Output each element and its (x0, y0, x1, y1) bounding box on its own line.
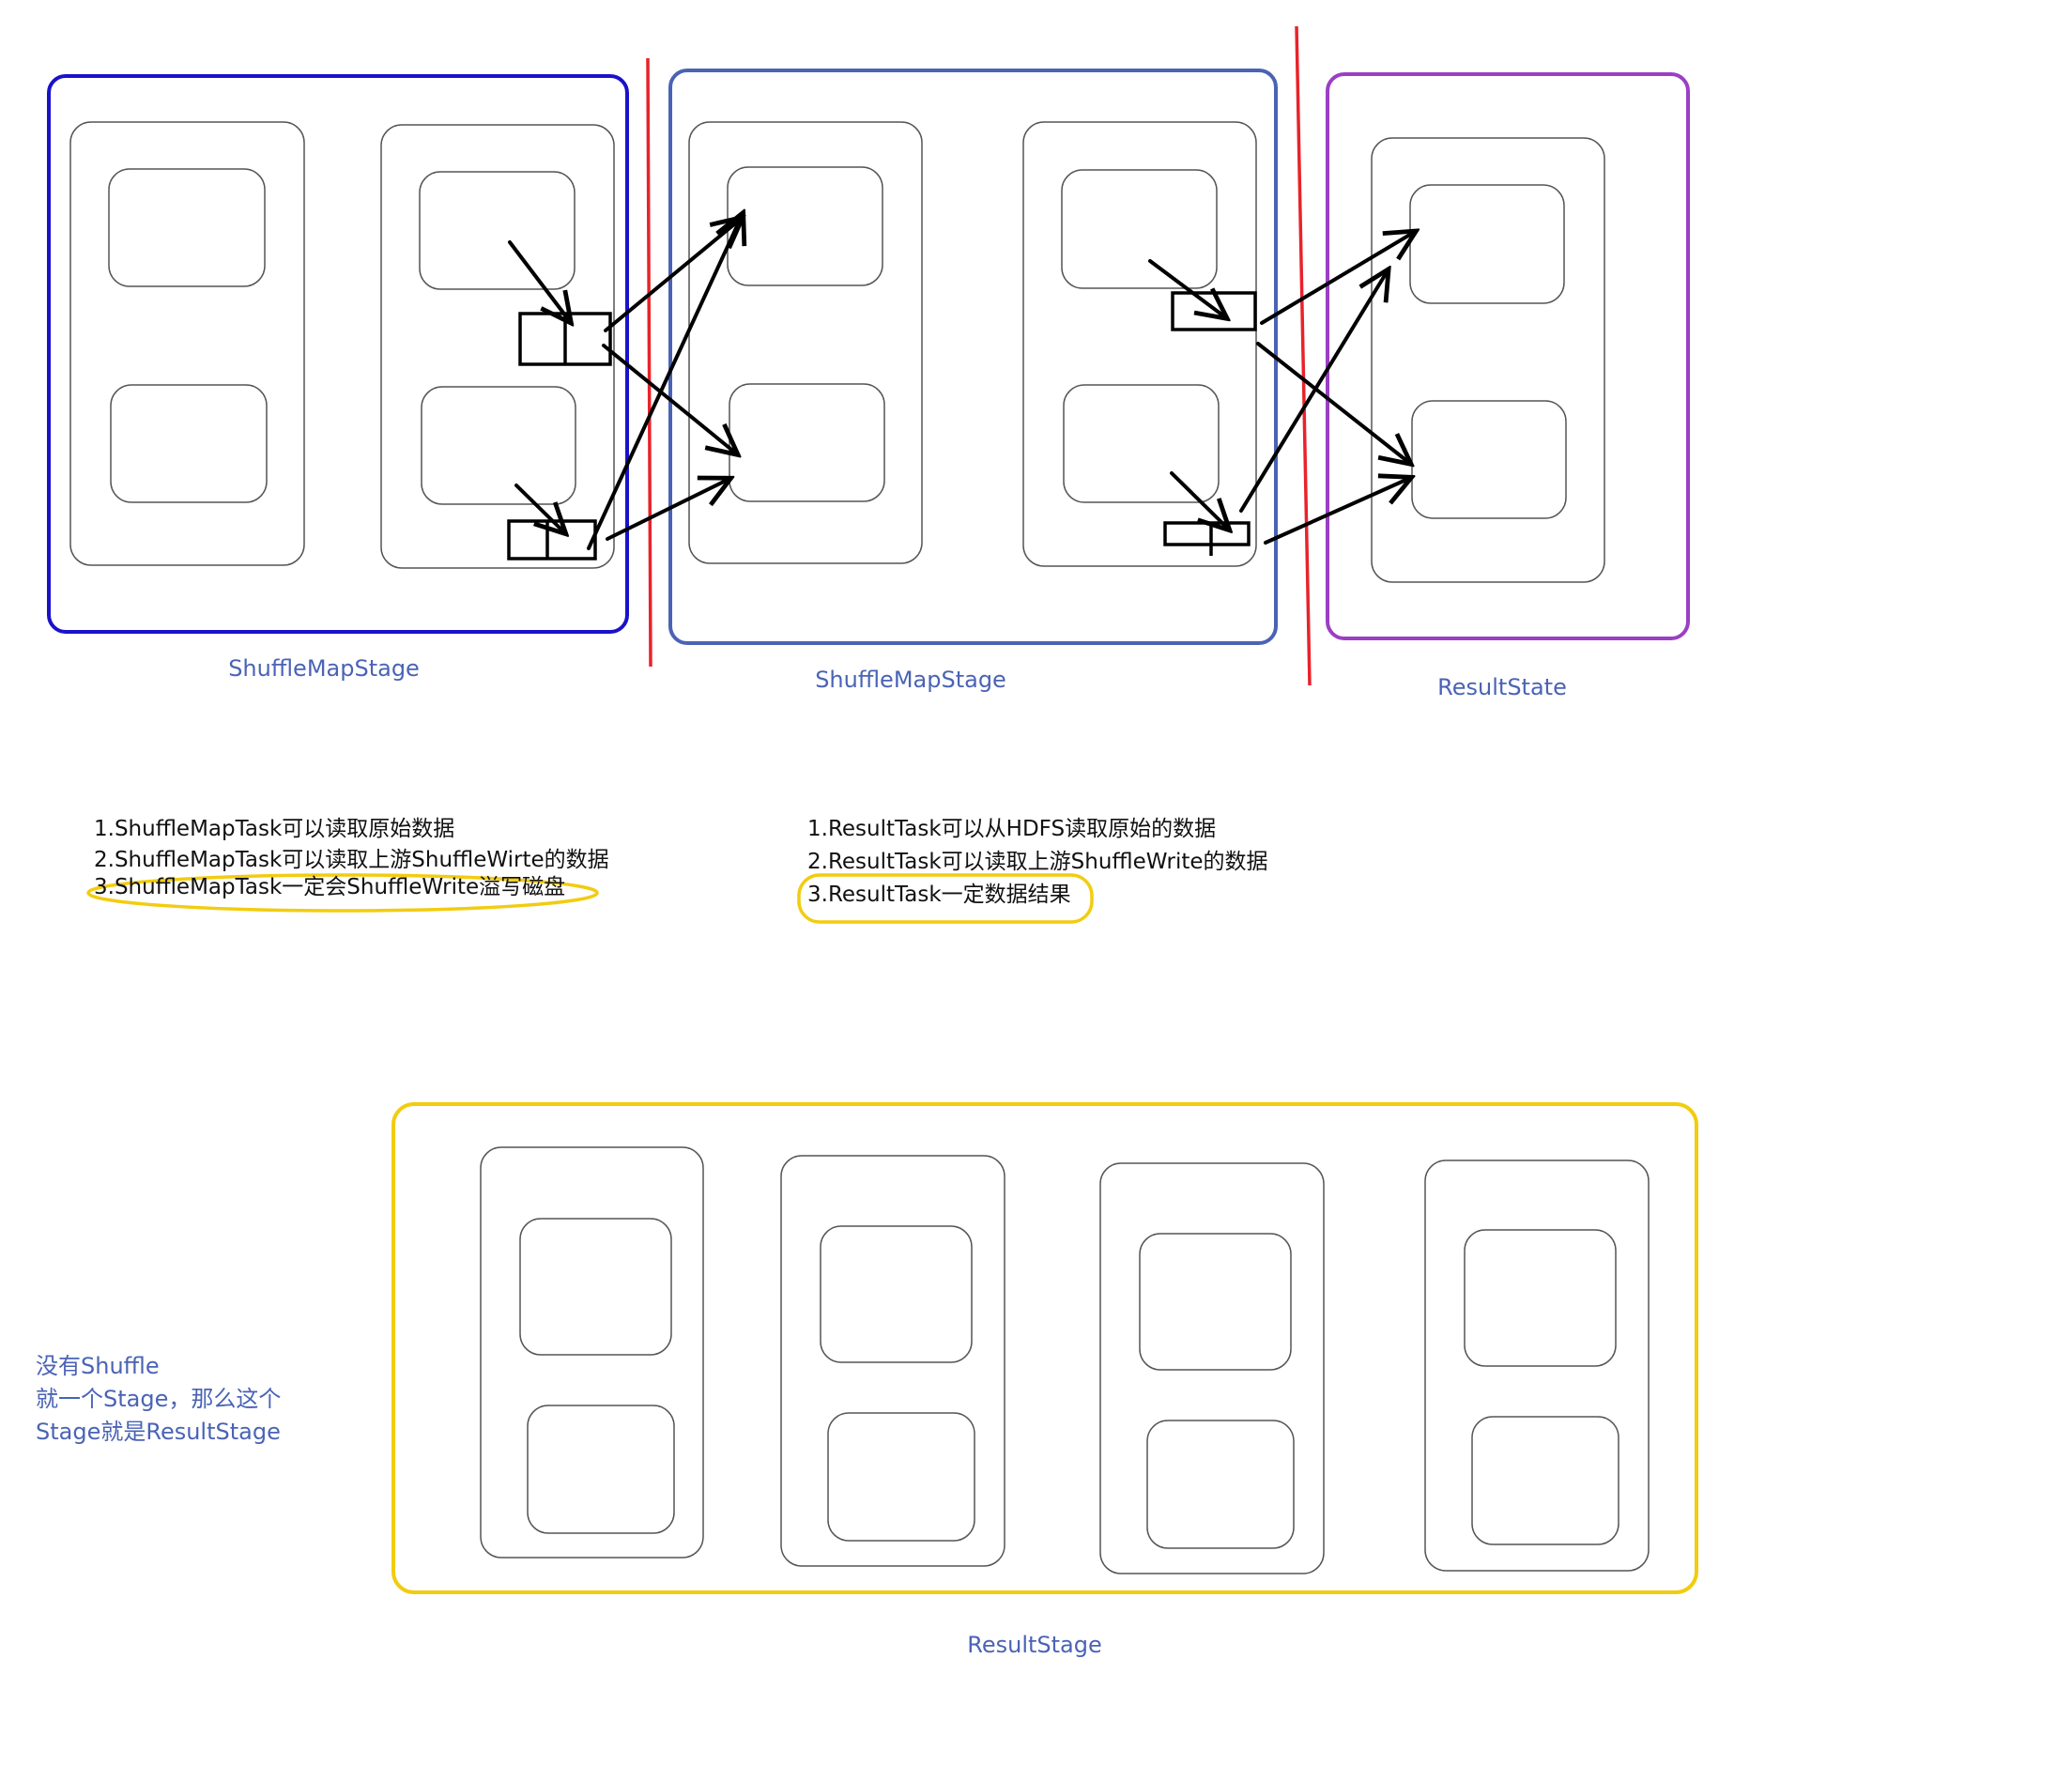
stage-1-executor-2 (380, 124, 615, 569)
stage-2-frame (668, 69, 1278, 645)
notes-left-line-2: 2.ShuffleMapTask可以读取上游ShuffleWirte的数据 (94, 848, 609, 872)
notes-right-line-3: 3.ResultTask一定数据结果 (807, 883, 1071, 907)
notes-right-line-2: 2.ResultTask可以读取上游ShuffleWrite的数据 (807, 850, 1268, 874)
stage-2-executor-1-task-1 (727, 166, 883, 286)
stage-2-executor-1 (688, 121, 923, 564)
bottom-executor-2 (780, 1155, 1005, 1567)
stage-1-executor-2-task-1 (419, 171, 576, 290)
stage-2-executor-2-task-1 (1061, 169, 1218, 289)
side-note-line-1: 没有Shuffle (36, 1353, 160, 1379)
stage-3-label: ResultState (1437, 674, 1567, 700)
bottom-executor-3-task-2 (1146, 1420, 1295, 1549)
notes-right: 1.ResultTask可以从HDFS读取原始的数据 2.ResultTask可… (807, 813, 1268, 912)
bottom-executor-3-task-1 (1139, 1233, 1292, 1371)
bottom-executor-1-task-2 (527, 1405, 675, 1534)
bottom-stage-label: ResultStage (967, 1632, 1102, 1658)
stage-1-executor-2-task-2 (421, 386, 576, 505)
side-note-line-2: 就一个Stage，那么这个 (36, 1386, 282, 1412)
stage-3-task-1 (1409, 184, 1565, 304)
bottom-executor-4-task-1 (1464, 1229, 1617, 1367)
bottom-executor-1 (480, 1146, 704, 1559)
stage-2-executor-2-task-2 (1063, 384, 1220, 503)
notes-left: 1.ShuffleMapTask可以读取原始数据 2.ShuffleMapTas… (94, 813, 609, 904)
stage-divider-1 (646, 57, 652, 668)
stage-2-executor-2 (1022, 121, 1257, 567)
shuffle-arrows (508, 216, 1413, 550)
notes-left-line-3: 3.ShuffleMapTask一定会ShuffleWrite溢写磁盘 (94, 875, 566, 899)
side-note-line-3: Stage就是ResultStage (36, 1419, 281, 1445)
stage-3-frame (1326, 72, 1690, 640)
stage-divider-2 (1295, 25, 1312, 686)
stage-1-label: ShuffleMapStage (228, 655, 420, 682)
stage-2-label: ShuffleMapStage (815, 667, 1006, 693)
stage-1-executor-1 (69, 121, 305, 566)
notes-right-line-1: 1.ResultTask可以从HDFS读取原始的数据 (807, 817, 1217, 841)
bottom-executor-2-task-1 (820, 1225, 973, 1363)
highlight-box (797, 873, 1094, 924)
bottom-stage-frame (391, 1102, 1698, 1594)
stage-3-task-2 (1411, 400, 1567, 519)
stage-1-executor-1-task-2 (110, 384, 268, 503)
stage-3-executor (1371, 137, 1605, 583)
bottom-executor-4-task-2 (1471, 1416, 1619, 1545)
highlight-ellipse (86, 873, 599, 913)
stage-2-shuffle-bucket-2 (1163, 521, 1251, 546)
stage-2-shuffle-bucket-1 (1171, 291, 1257, 331)
stage-2-executor-1-task-2 (729, 383, 885, 502)
bottom-executor-3 (1099, 1162, 1325, 1574)
bottom-executor-4 (1424, 1159, 1650, 1572)
stage-1-frame (47, 74, 629, 634)
notes-left-line-1: 1.ShuffleMapTask可以读取原始数据 (94, 817, 455, 841)
bottom-executor-2-task-2 (827, 1412, 975, 1542)
side-note: 没有Shuffle 就一个Stage，那么这个 Stage就是ResultSta… (36, 1350, 281, 1449)
stage-1-executor-1-task-1 (108, 168, 266, 287)
stage-1-shuffle-bucket-2 (507, 519, 597, 561)
bottom-executor-1-task-1 (519, 1218, 672, 1356)
